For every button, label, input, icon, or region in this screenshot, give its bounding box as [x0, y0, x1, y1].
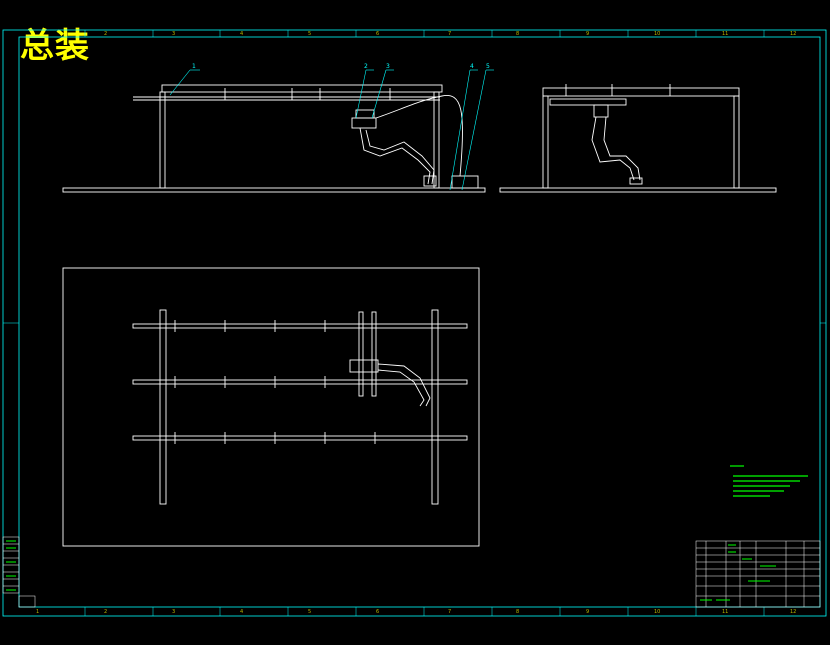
revision-block: [2, 536, 36, 608]
outer-frame: [2, 29, 827, 617]
drawing-title: 总装: [20, 26, 90, 66]
side-column-left: [542, 95, 549, 189]
grid-col-12: 12: [790, 31, 797, 37]
inner-frame: [18, 36, 821, 608]
grid-col-bottom-1: 1: [36, 609, 40, 615]
grid-col-2: 2: [104, 31, 108, 37]
callout-1: 1: [192, 63, 196, 70]
grid-ticks-bottom: [84, 607, 765, 616]
front-column-right: [433, 91, 440, 189]
grid-col-bottom-5: 5: [308, 609, 312, 615]
title-block: [695, 540, 821, 608]
callout-3: 3: [386, 63, 390, 70]
plan-rail-2: [132, 379, 468, 385]
grid-col-bottom-6: 6: [376, 609, 380, 615]
grid-col-9: 9: [586, 31, 590, 37]
side-ground: [499, 187, 777, 193]
side-column-right: [733, 95, 740, 189]
grid-col-bottom-2: 2: [104, 609, 108, 615]
callout-5: 5: [486, 63, 490, 70]
revision-marks: [6, 540, 16, 591]
grid-col-bottom-10: 10: [654, 609, 661, 615]
plan-post-right: [431, 309, 439, 505]
grid-col-bottom-4: 4: [240, 609, 244, 615]
grid-ticks-top: [84, 30, 765, 37]
side-view: [499, 84, 777, 193]
plan-border: [62, 267, 480, 547]
control-cabinet: [451, 175, 479, 189]
grid-col-bottom-9: 9: [586, 609, 590, 615]
grid-col-8: 8: [516, 31, 520, 37]
grid-col-bottom-11: 11: [722, 609, 729, 615]
front-view: [62, 84, 486, 193]
plan-rail-3: [132, 435, 468, 441]
grid-col-4: 4: [240, 31, 244, 37]
grid-col-bottom-12: 12: [790, 609, 797, 615]
side-top-beam: [542, 87, 740, 97]
grid-col-5: 5: [308, 31, 312, 37]
grid-col-6: 6: [376, 31, 380, 37]
title-block-marks: [700, 544, 776, 601]
front-column-left: [159, 91, 166, 189]
grid-col-11: 11: [722, 31, 729, 37]
technical-notes: [730, 465, 808, 497]
callout-4: 4: [470, 63, 474, 70]
grid-col-bottom-8: 8: [516, 609, 520, 615]
plan-post-left: [159, 309, 167, 505]
plan-view: [62, 267, 480, 547]
grid-col-3: 3: [172, 31, 176, 37]
grid-col-7: 7: [448, 31, 452, 37]
grid-col-bottom-3: 3: [172, 609, 176, 615]
front-ground: [62, 187, 486, 193]
front-top-beam: [161, 84, 443, 93]
grid-col-bottom-7: 7: [448, 609, 452, 615]
front-callouts: [169, 69, 494, 191]
plan-rail-1: [132, 323, 468, 329]
grid-col-10: 10: [654, 31, 661, 37]
callout-2: 2: [364, 63, 368, 70]
